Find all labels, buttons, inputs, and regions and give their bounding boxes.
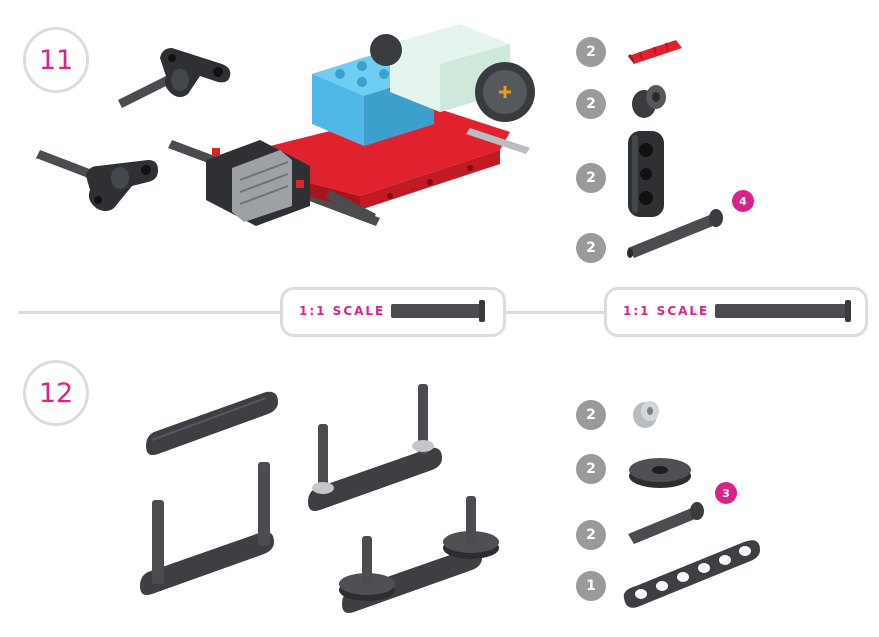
beam-upper-icon	[146, 391, 278, 455]
qty-value: 2	[586, 44, 596, 60]
qty-value: 2	[586, 527, 596, 543]
beam-icon	[623, 540, 760, 608]
beam-with-plates-icon	[339, 496, 499, 613]
section-divider-middle	[506, 311, 604, 314]
qty-value: 2	[586, 461, 596, 477]
step-number-12: 12	[23, 360, 89, 426]
axle-6-scale-icon	[715, 300, 851, 322]
length-value: 3	[722, 486, 730, 500]
scale-box-axle-6: 1:1 SCALE	[604, 287, 868, 337]
pin-axle-icon	[627, 209, 723, 258]
axle-with-block-lower-icon	[36, 150, 158, 211]
length-badge: 4	[732, 190, 754, 212]
qty-value: 2	[586, 240, 596, 256]
qty-value: 2	[586, 170, 596, 186]
qty-badge: 2	[576, 163, 606, 193]
qty-badge: 2	[576, 520, 606, 550]
scale-box-axle-4: 1:1 SCALE	[280, 287, 506, 337]
qty-badge: 2	[576, 400, 606, 430]
round-plate-icon	[629, 458, 691, 488]
u-frame-right-icon	[308, 384, 442, 511]
scale-label: 1:1 SCALE	[299, 304, 386, 318]
scale-label: 1:1 SCALE	[623, 304, 710, 318]
qty-badge: 2	[576, 454, 606, 484]
qty-badge: 2	[576, 37, 606, 67]
chassis-assembly-icon	[168, 24, 535, 226]
u-frame-left-icon	[140, 462, 274, 595]
section-divider-left	[18, 311, 280, 314]
step-number-11: 11	[23, 27, 89, 93]
qty-badge: 2	[576, 89, 606, 119]
axle-4-scale-icon	[391, 300, 485, 322]
length-value: 4	[739, 194, 747, 208]
step-number-label: 12	[38, 377, 74, 409]
qty-value: 2	[586, 96, 596, 112]
cross-block-icon	[628, 131, 664, 217]
bushing-icon	[632, 85, 666, 118]
pin-axle-short-icon	[628, 502, 704, 544]
qty-value: 2	[586, 407, 596, 423]
red-axle-icon	[628, 40, 682, 64]
step-number-label: 11	[38, 44, 74, 76]
axle-with-block-upper-icon	[118, 48, 231, 108]
qty-badge: 2	[576, 233, 606, 263]
length-badge: 3	[715, 482, 737, 504]
qty-badge: 1	[576, 571, 606, 601]
light-bushing-icon	[633, 401, 659, 428]
qty-value: 1	[586, 578, 596, 594]
